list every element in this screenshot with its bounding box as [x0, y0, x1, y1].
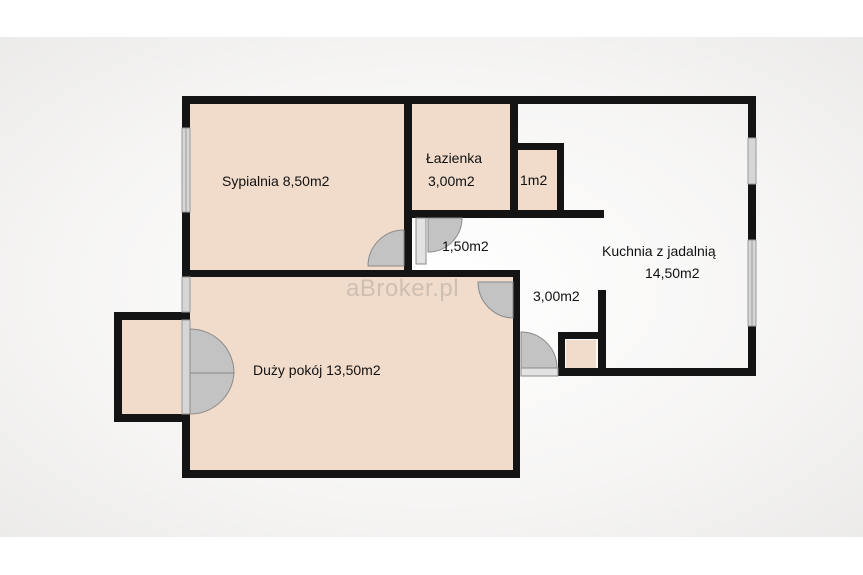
- window-duzy-pokoj: [181, 276, 191, 313]
- door-sypialnia[interactable]: [367, 229, 405, 267]
- room-label-korytarz: 1,50m2: [442, 238, 489, 254]
- floor-sypialnia: [190, 104, 404, 270]
- door-balkon-2[interactable]: [189, 372, 235, 415]
- room-label-kuchnia-area: 14,50m2: [645, 265, 700, 281]
- room-label-lazienka-name: Łazienka: [426, 150, 483, 166]
- door-wejsciowe[interactable]: [520, 331, 558, 369]
- room-label-sypialnia: Sypialnia 8,50m2: [222, 173, 330, 189]
- floor-small-closet: [566, 340, 596, 368]
- room-label-kuchnia-name: Kuchnia z jadalnią: [602, 243, 716, 259]
- balcony-door-frame: [181, 319, 191, 415]
- room-label-duzy-pokoj: Duży pokój 13,50m2: [253, 362, 381, 378]
- watermark: aBroker.pl: [346, 275, 460, 302]
- room-label-schowek: 1m2: [520, 172, 548, 188]
- door-lazienka-1[interactable]: [415, 217, 427, 265]
- floor-schowek: [518, 150, 557, 210]
- floor-lazienka: [412, 104, 510, 210]
- door-lazienka-2[interactable]: [427, 217, 463, 253]
- windows: [181, 127, 757, 415]
- doors: [189, 217, 559, 415]
- floors: [122, 104, 596, 470]
- floor-duzy-pokoj: [190, 276, 513, 470]
- room-label-lazienka-area: 3,00m2: [428, 173, 475, 189]
- floor-balkon: [122, 320, 190, 414]
- room-label-przedpokoj: 3,00m2: [533, 288, 580, 304]
- door-duzy-pokoj[interactable]: [477, 281, 514, 319]
- window-kuchnia-1: [747, 137, 757, 185]
